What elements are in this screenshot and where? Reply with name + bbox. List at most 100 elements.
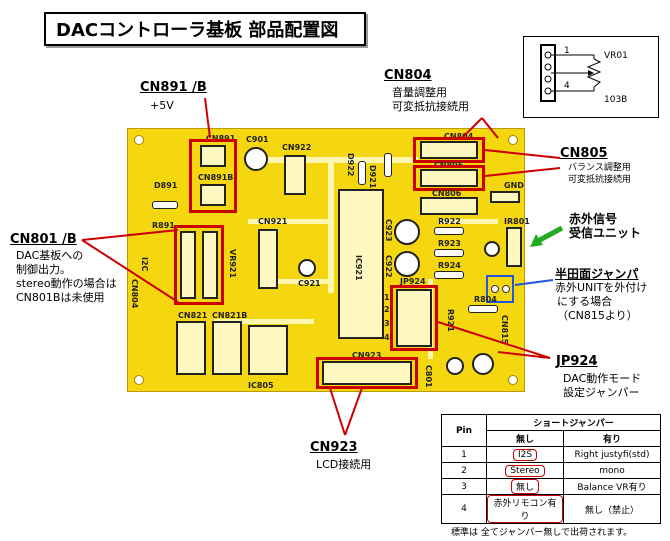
cn804-highlight: [413, 137, 485, 163]
with-cell: Right justyfi(std): [563, 446, 661, 463]
cn804-desc1: 音量調整用: [392, 86, 447, 99]
diode-d922: [358, 161, 366, 185]
capacitor-c922: [394, 251, 420, 277]
table-header-none: 無し: [486, 430, 564, 447]
none-value: I2S: [512, 448, 538, 461]
table-header-group: ショートジャンパー: [486, 414, 661, 431]
ir-line2: 受信ユニット: [569, 226, 642, 240]
jp924-highlight: [390, 285, 438, 351]
pcb-trace: [258, 157, 418, 163]
silk-d921: D921: [368, 165, 377, 189]
cn923-head: CN923: [310, 440, 358, 455]
cn804-connector: [420, 141, 478, 159]
table-header-with: 有り: [563, 430, 661, 447]
cn891-head: CN891 /B: [140, 80, 207, 95]
resistor-r923: [434, 249, 464, 257]
silk-jp924: JP924: [400, 277, 426, 286]
capacitor-c801: [446, 357, 464, 375]
ir801-socket: [506, 227, 522, 267]
silk-cn923: CN923: [352, 351, 382, 360]
cn923-highlight: [316, 357, 418, 389]
with-cell: mono: [563, 462, 661, 479]
cn805-desc2: 可変抵抗接続用: [568, 175, 632, 185]
none-value: 赤外リモコン有り: [487, 495, 563, 523]
silk-r921: R921: [446, 309, 455, 332]
pcb-trace: [214, 319, 314, 324]
silk-d891: D891: [154, 181, 178, 190]
resistor-r922: [434, 227, 464, 235]
mount-hole: [134, 135, 144, 145]
vr-pin1: 1: [564, 46, 570, 56]
table-row: 1 I2S Right justyfi(std): [441, 446, 661, 463]
cn805-highlight: [413, 165, 485, 191]
with-cell: Balance VR有り: [563, 478, 661, 495]
silk-c921: C921: [298, 279, 321, 288]
vr-schematic: 1 4 VR01 103B: [523, 36, 659, 118]
silk-cn815: CN815: [500, 315, 509, 345]
capacitor-vr: [472, 353, 494, 375]
ir-receiver: [484, 241, 500, 257]
cn801-connector: [180, 231, 196, 299]
silk-c901: C901: [246, 135, 269, 144]
cn805-connector: [420, 169, 478, 187]
silk-gnd: GND: [504, 181, 524, 190]
silk-cn921: CN921: [258, 217, 288, 226]
gnd-terminal: [490, 191, 520, 203]
cn801-desc3: stereo動作の場合は: [16, 277, 117, 290]
silk-r923: R923: [438, 239, 461, 248]
jumper-table: Pin ショートジャンパー 無し 有り 1 I2S Right justyfi(…: [441, 414, 661, 524]
silk-cn804: CN804: [444, 132, 474, 141]
silk-cn922: CN922: [282, 143, 312, 152]
silk-ir801: IR801: [504, 217, 530, 226]
ir-arrow-icon: [530, 234, 543, 247]
handa-desc1: 赤外UNITを外付け: [555, 281, 648, 294]
silk-c923: C923: [384, 219, 393, 242]
silk-ic921: IC921: [354, 255, 363, 281]
none-value: 無し: [510, 479, 539, 494]
silk-r922: R922: [438, 217, 461, 226]
cn801b-connector: [202, 231, 218, 299]
silk-cn804b: CN804: [130, 279, 139, 309]
ir-line1: 赤外信号: [569, 212, 618, 226]
silk-r924: R924: [438, 261, 461, 270]
silk-c922: C922: [384, 255, 393, 278]
cn805-head: CN805: [560, 146, 608, 161]
cn891b-connector: [200, 184, 226, 206]
none-cell: 赤外リモコン有り: [486, 494, 564, 524]
table-row: 2 Stereo mono: [441, 462, 661, 479]
silk-cn821: CN821: [178, 311, 208, 320]
cn923-connector: [322, 361, 412, 385]
ic921-chip: [338, 189, 384, 339]
pin-cell: 3: [441, 478, 487, 495]
solder-jumper-highlight: [486, 275, 514, 303]
mount-hole: [134, 375, 144, 385]
cn923-desc: LCD接続用: [316, 458, 372, 471]
pcb-board: CN891 CN891B C901 CN922 D891 R891 D922 D…: [127, 128, 530, 392]
handa-desc2: にする場合: [557, 295, 613, 308]
mount-hole: [508, 375, 518, 385]
cn801-highlight: [174, 225, 224, 305]
pcb-trace: [248, 219, 328, 224]
mount-hole: [508, 135, 518, 145]
vr-ref: VR01: [604, 51, 628, 61]
silk-cn806: CN806: [432, 189, 462, 198]
cn801-desc1: DAC基板への: [16, 249, 84, 262]
none-cell: Stereo: [486, 462, 564, 479]
none-cell: I2S: [486, 446, 564, 463]
table-header-pin: Pin: [441, 414, 487, 447]
jp924-head: JP924: [556, 354, 598, 369]
silk-ic805: IC805: [248, 381, 274, 390]
capacitor-c921: [298, 259, 316, 277]
jp-pin-2: 2: [384, 305, 390, 314]
jumper-pad: [502, 285, 510, 293]
vr-value: 103B: [604, 95, 628, 105]
cn921-connector: [258, 229, 278, 289]
silk-d922: D922: [346, 153, 355, 177]
cn804-desc2: 可変抵抗接続用: [392, 100, 469, 113]
jp-pin-4: 4: [384, 333, 390, 342]
cn891-desc: +5V: [150, 99, 174, 112]
cn801-desc4: CN801Bは未使用: [16, 291, 105, 304]
resistor-r804: [468, 305, 498, 313]
none-value: Stereo: [505, 464, 545, 477]
pin-cell: 2: [441, 462, 487, 479]
